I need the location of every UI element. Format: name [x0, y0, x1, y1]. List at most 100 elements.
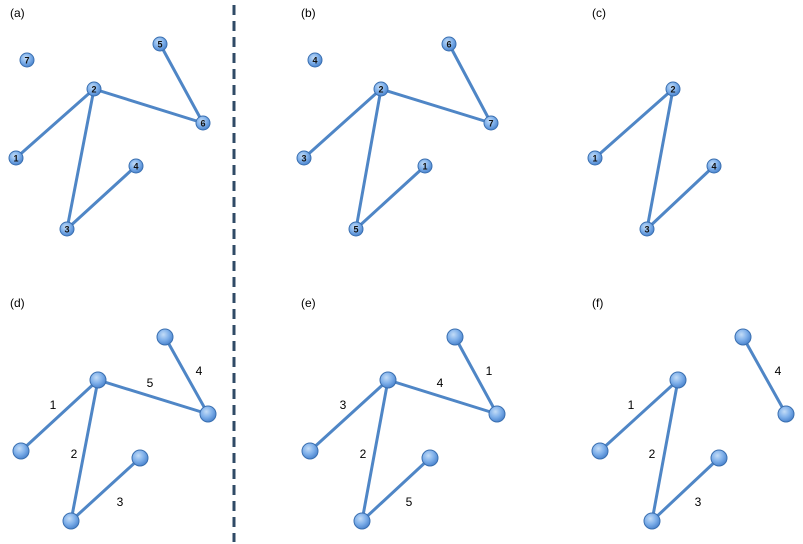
edge-weight-label: 2 [360, 447, 367, 461]
node-label: 5 [157, 40, 162, 50]
edge [741, 335, 788, 416]
node-label: 4 [133, 162, 138, 172]
edge [645, 164, 716, 231]
graph-node [348, 221, 364, 237]
graph-node [296, 150, 312, 166]
edge-weight-label: 2 [71, 447, 78, 461]
edge [650, 378, 680, 523]
edge [360, 456, 432, 523]
node-label: 1 [422, 162, 427, 172]
graph-node [62, 512, 80, 530]
graph-node [591, 442, 609, 460]
panel-label-d: (d) [10, 296, 25, 310]
graph-node [488, 405, 506, 423]
node-label: 3 [64, 225, 69, 235]
edge [593, 87, 675, 160]
edge [65, 87, 96, 231]
panel-e: (e) 3 4 1 2 5 [301, 296, 506, 530]
panel-label-c: (c) [592, 6, 606, 20]
edge [69, 378, 100, 523]
edge [354, 164, 427, 231]
graph-node [669, 371, 687, 389]
edge [92, 87, 205, 125]
graph-node [152, 36, 168, 52]
node-label: 6 [446, 40, 451, 50]
edge-weight-label: 1 [628, 398, 635, 412]
edge [96, 378, 210, 416]
graph-node [421, 449, 439, 467]
edge-weight-label: 4 [437, 376, 444, 390]
panels-layer: (a)7526143(b)4627315(c)2143(d)15423(e)34… [8, 6, 795, 530]
graph-node [199, 405, 217, 423]
edge [163, 335, 210, 416]
graph-node [417, 158, 433, 174]
node-label: 4 [711, 162, 716, 172]
graph-node [710, 449, 728, 467]
node-label: 7 [488, 119, 493, 129]
node-label: 3 [644, 225, 649, 235]
node-label: 6 [200, 119, 205, 129]
graph-node [446, 328, 464, 346]
panel-label-a: (a) [10, 6, 25, 20]
edge-weight-label: 1 [50, 398, 57, 412]
node-label: 2 [670, 85, 675, 95]
graph-node [128, 158, 144, 174]
edge [158, 42, 205, 125]
edge [386, 378, 499, 416]
node-label: 7 [24, 56, 29, 66]
graph-node [12, 442, 30, 460]
graph-node [587, 150, 603, 166]
edge [650, 456, 721, 523]
graph-node [441, 36, 457, 52]
edge [360, 378, 390, 523]
graph-node [777, 405, 795, 423]
edge-weight-label: 2 [649, 447, 656, 461]
edge [447, 42, 493, 125]
graph-node [86, 81, 102, 97]
graph-node [643, 512, 661, 530]
graph-node [8, 150, 24, 166]
graph-node [483, 115, 499, 131]
edge [645, 87, 675, 231]
panel-a: (a) 7 5 2 6 1 4 3 [8, 6, 211, 237]
edge [379, 87, 493, 125]
edge [453, 335, 499, 416]
edge [14, 87, 96, 160]
graph-node [353, 512, 371, 530]
panel-label-e: (e) [301, 296, 316, 310]
edge [65, 164, 138, 231]
edge [354, 87, 383, 231]
graph-node [307, 52, 323, 68]
graph-node [301, 442, 319, 460]
edge-weight-label: 3 [695, 495, 702, 509]
graph-node [195, 115, 211, 131]
edge [19, 378, 100, 453]
edge-weight-label: 1 [486, 364, 493, 378]
graph-node [373, 81, 389, 97]
node-label: 2 [378, 85, 383, 95]
node-label: 4 [312, 56, 317, 66]
edge-weight-label: 3 [340, 398, 347, 412]
edge [69, 456, 142, 523]
panel-f: (f) 1 4 2 3 [591, 296, 795, 530]
graph-node [379, 371, 397, 389]
node-label: 1 [13, 154, 18, 164]
edge-weight-label: 3 [117, 495, 124, 509]
edge-weight-label: 4 [196, 364, 203, 378]
graph-node [639, 221, 655, 237]
graph-node [131, 449, 149, 467]
graph-node [665, 81, 681, 97]
panel-label-b: (b) [301, 6, 316, 20]
edge [598, 378, 680, 453]
panel-label-f: (f) [592, 296, 603, 310]
graph-node [156, 328, 174, 346]
node-label: 2 [91, 85, 96, 95]
edge-weight-label: 5 [406, 495, 413, 509]
graph-node [89, 371, 107, 389]
graph-node [19, 52, 35, 68]
edge-weight-label: 4 [775, 364, 782, 378]
